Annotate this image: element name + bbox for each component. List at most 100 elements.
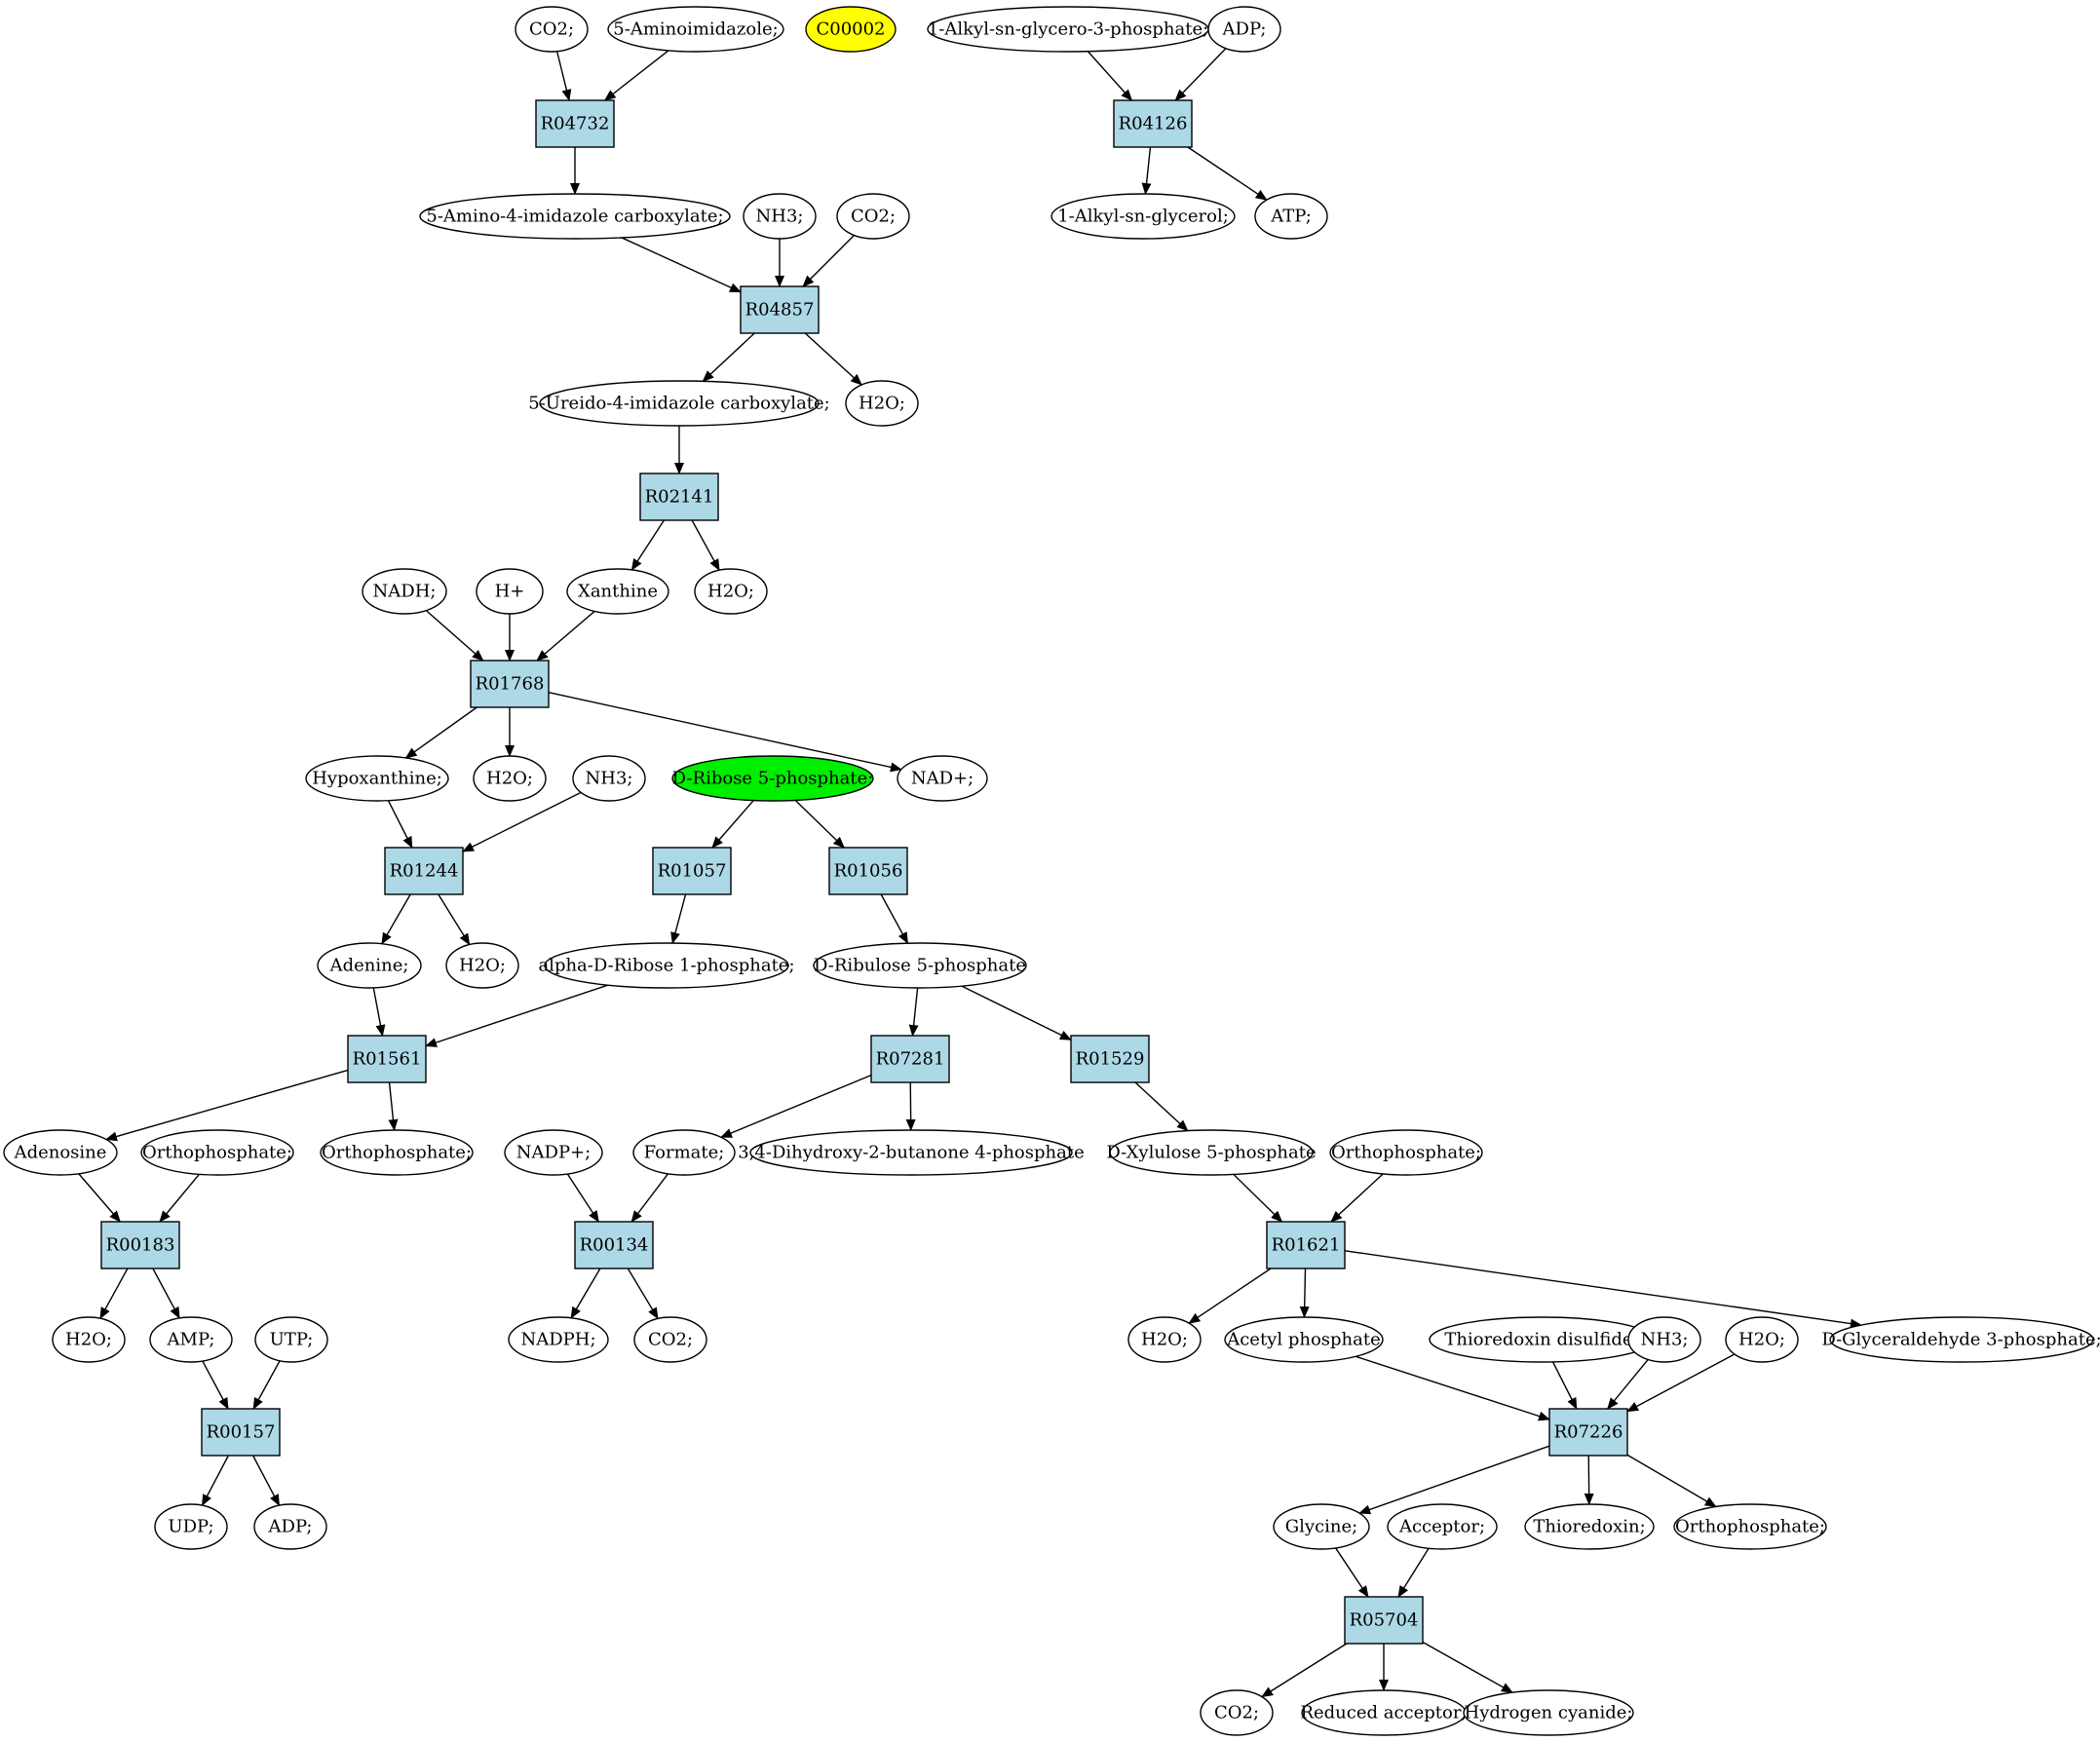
reaction-node-r01561[interactable]: R01561 xyxy=(347,1035,427,1083)
reaction-node-r01621[interactable]: R01621 xyxy=(1266,1221,1346,1269)
compound-node-h2o[interactable]: H2O; xyxy=(445,942,519,989)
edge-r04126-to-atp xyxy=(1187,146,1268,201)
reaction-box xyxy=(384,847,464,895)
compound-node-atp[interactable]: ATP; xyxy=(1254,193,1328,240)
compound-node-acetyl-phosphate[interactable]: Acetyl phosphate xyxy=(1224,1316,1384,1363)
compound-node-hypoxanthine[interactable]: Hypoxanthine; xyxy=(305,755,449,802)
edge-r04857-to-h2o xyxy=(804,332,862,386)
compound-ellipse xyxy=(504,1129,603,1176)
edge-r07226-to-orthophosphate xyxy=(1626,1454,1717,1508)
compound-node-co2[interactable]: CO2; xyxy=(836,193,910,240)
compound-node-d-ribose-5-phosphate[interactable]: D-Ribose 5-phosphate; xyxy=(671,755,874,802)
compound-node-reduced-acceptor[interactable]: Reduced acceptor; xyxy=(1300,1689,1468,1736)
compound-node-orthophosphate[interactable]: Orthophosphate; xyxy=(320,1129,474,1176)
compound-ellipse xyxy=(515,6,589,53)
reaction-node-r02141[interactable]: R02141 xyxy=(639,473,719,521)
compound-node-co2[interactable]: CO2; xyxy=(633,1316,707,1363)
compound-node-c00002[interactable]: C00002 xyxy=(805,6,897,53)
reaction-node-r07226[interactable]: R07226 xyxy=(1548,1408,1628,1457)
compound-node-orthophosphate[interactable]: Orthophosphate; xyxy=(1329,1129,1483,1176)
node-label: ADP; xyxy=(1222,19,1267,40)
compound-node-h2o[interactable]: H2O; xyxy=(1127,1316,1202,1363)
compound-node-orthophosphate[interactable]: Orthophosphate; xyxy=(1673,1503,1827,1550)
compound-node-5-amino-4-imidazole-carboxylate[interactable]: 5-Amino-4-imidazole carboxylate; xyxy=(419,193,731,240)
compound-node-h2o[interactable]: H2O; xyxy=(694,568,768,615)
compound-node-nadh[interactable]: NADH; xyxy=(362,568,447,615)
compound-ellipse xyxy=(743,193,817,240)
compound-node-co2[interactable]: CO2; xyxy=(515,6,589,53)
compound-ellipse xyxy=(1109,1129,1314,1176)
reaction-node-r04126[interactable]: R04126 xyxy=(1113,99,1193,148)
compound-ellipse xyxy=(3,1129,118,1176)
compound-node-thioredoxin-disulfide[interactable]: Thioredoxin disulfide; xyxy=(1429,1316,1655,1363)
compound-node-nh3[interactable]: NH3; xyxy=(572,755,646,802)
compound-node-d-glyceraldehyde-3-phosphate[interactable]: D-Glyceraldehyde 3-phosphate; xyxy=(1821,1316,2100,1363)
compound-node-nadph[interactable]: NADPH; xyxy=(508,1316,609,1363)
node-label: 5-Ureido-4-imidazole carboxylate; xyxy=(528,394,830,414)
compound-node-utp[interactable]: UTP; xyxy=(254,1316,328,1363)
edge-amp-to-r00157 xyxy=(202,1360,229,1410)
compound-node-h2o[interactable]: H2O; xyxy=(52,1316,126,1363)
compound-node-nh3[interactable]: NH3; xyxy=(743,193,817,240)
compound-node-udp[interactable]: UDP; xyxy=(154,1503,228,1550)
node-label: R01529 xyxy=(1076,1049,1145,1070)
compound-node-3-4-dihydroxy-2-butanone-4-phosphate[interactable]: 3,4-Dihydroxy-2-butanone 4-phosphate xyxy=(738,1129,1085,1176)
compound-node-1-alkyl-sn-glycerol[interactable]: 1-Alkyl-sn-glycerol; xyxy=(1050,193,1236,240)
compound-node-h2o[interactable]: H2O; xyxy=(1725,1316,1799,1363)
edge-r01561-to-adenosine xyxy=(105,1069,349,1142)
node-label: D-Glyceraldehyde 3-phosphate; xyxy=(1821,1330,2100,1350)
reaction-box xyxy=(740,285,820,334)
compound-node-adp[interactable]: ADP; xyxy=(1207,6,1281,53)
edge-nh3-to-r01244 xyxy=(462,791,582,852)
compound-node-adenosine[interactable]: Adenosine xyxy=(3,1129,118,1176)
reaction-box xyxy=(100,1221,180,1269)
compound-node-h2o[interactable]: H2O; xyxy=(845,380,919,427)
node-label: Orthophosphate; xyxy=(1331,1143,1481,1163)
compound-node-h[interactable]: H+ xyxy=(476,568,544,615)
compound-node-adp[interactable]: ADP; xyxy=(253,1503,327,1550)
compound-node-d-xylulose-5-phosphate[interactable]: D-Xylulose 5-phosphate xyxy=(1106,1129,1317,1176)
reaction-node-r00157[interactable]: R00157 xyxy=(201,1408,281,1457)
edge-orthophosphate-to-r01621 xyxy=(1330,1173,1384,1223)
compound-node-adenine[interactable]: Adenine; xyxy=(317,942,422,989)
compound-node-d-ribulose-5-phosphate[interactable]: D-Ribulose 5-phosphate xyxy=(813,942,1027,989)
compound-node-nad[interactable]: NAD+; xyxy=(897,755,988,802)
edge-adenosine-to-r00183 xyxy=(78,1173,121,1223)
reaction-node-r01768[interactable]: R01768 xyxy=(470,660,550,708)
compound-node-glycine[interactable]: Glycine; xyxy=(1273,1503,1370,1550)
compound-ellipse xyxy=(1673,1503,1827,1550)
compound-ellipse xyxy=(544,942,789,989)
reaction-box xyxy=(1548,1408,1628,1457)
compound-node-5-ureido-4-imidazole-carboxylate[interactable]: 5-Ureido-4-imidazole carboxylate; xyxy=(528,380,830,427)
compound-node-alpha-d-ribose-1-phosphate[interactable]: alpha-D-Ribose 1-phosphate; xyxy=(538,942,795,989)
compound-node-nadp[interactable]: NADP+; xyxy=(504,1129,603,1176)
compound-node-co2[interactable]: CO2; xyxy=(1200,1689,1274,1736)
edge-r02141-to-h2o xyxy=(691,519,720,572)
compound-node-1-alkyl-sn-glycero-3-phosphate[interactable]: 1-Alkyl-sn-glycero-3-phosphate; xyxy=(927,6,1209,53)
compound-ellipse xyxy=(445,942,519,989)
compound-node-hydrogen-cyanide[interactable]: Hydrogen cyanide; xyxy=(1463,1689,1634,1736)
reaction-node-r04732[interactable]: R04732 xyxy=(535,99,615,148)
compound-node-formate[interactable]: Formate; xyxy=(632,1129,736,1176)
edge-r00134-to-nadph xyxy=(570,1268,601,1319)
node-label: CO2; xyxy=(648,1330,693,1350)
reaction-node-r00183[interactable]: R00183 xyxy=(100,1221,180,1269)
compound-node-5-aminoimidazole[interactable]: 5-Aminoimidazole; xyxy=(607,6,784,53)
edge-r01561-to-orthophosphate xyxy=(388,1081,399,1132)
compound-node-xanthine[interactable]: Xanthine xyxy=(566,568,669,615)
reaction-node-r01244[interactable]: R01244 xyxy=(384,847,464,895)
compound-node-orthophosphate[interactable]: Orthophosphate; xyxy=(140,1129,294,1176)
compound-node-thioredoxin[interactable]: Thioredoxin; xyxy=(1524,1503,1655,1550)
compound-node-h2o[interactable]: H2O; xyxy=(473,755,547,802)
compound-node-acceptor[interactable]: Acceptor; xyxy=(1387,1503,1498,1550)
reaction-node-r00134[interactable]: R00134 xyxy=(574,1221,654,1269)
reaction-node-r04857[interactable]: R04857 xyxy=(740,285,820,334)
reaction-node-r01529[interactable]: R01529 xyxy=(1070,1035,1150,1083)
compound-node-nh3[interactable]: NH3; xyxy=(1627,1316,1701,1363)
compound-node-amp[interactable]: AMP; xyxy=(149,1316,233,1363)
reaction-node-r01056[interactable]: R01056 xyxy=(828,847,908,895)
reaction-box xyxy=(574,1221,654,1269)
reaction-node-r05704[interactable]: R05704 xyxy=(1344,1596,1424,1645)
reaction-node-r07281[interactable]: R07281 xyxy=(870,1035,950,1083)
reaction-node-r01057[interactable]: R01057 xyxy=(652,847,732,895)
